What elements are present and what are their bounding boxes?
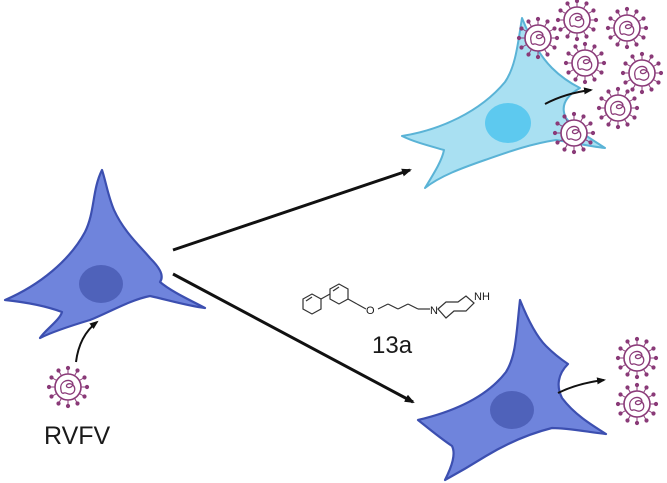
compound-13a-structure <box>302 283 475 319</box>
release-arrow-low <box>557 377 606 394</box>
virus-particle-icon <box>596 86 640 130</box>
nucleus <box>490 391 534 429</box>
oxygen-label: O <box>366 305 375 317</box>
untreated-cell <box>401 17 606 189</box>
host-cell-left <box>3 168 207 340</box>
arrow-to-untreated <box>172 168 412 252</box>
nucleus <box>79 265 123 303</box>
nitrogen-label: N <box>430 305 438 317</box>
incoming-virus <box>46 320 99 409</box>
cell-icon <box>416 298 608 482</box>
virus-particle-icon <box>615 382 659 426</box>
nucleus <box>485 103 531 143</box>
virus-particle-icon <box>615 336 659 380</box>
amine-label: NH <box>474 291 490 303</box>
virus-label: RVFV <box>44 422 111 450</box>
entry-arrow <box>75 320 99 363</box>
released-virions-low <box>557 336 659 426</box>
chemical-structure-icon <box>302 293 322 315</box>
release-arrow-high <box>544 87 593 105</box>
virus-particle-icon <box>605 6 649 50</box>
released-virions-high <box>516 0 664 155</box>
virus-particle-icon <box>620 51 664 95</box>
cell-icon <box>3 168 207 340</box>
arrow-to-treated <box>172 272 415 404</box>
virus-particle-icon <box>555 0 599 42</box>
compound-label: 13a <box>372 332 413 359</box>
virus-particle-icon <box>46 365 90 409</box>
treated-cell <box>416 298 608 482</box>
cell-icon <box>401 17 606 189</box>
virus-particle-icon <box>563 41 607 85</box>
